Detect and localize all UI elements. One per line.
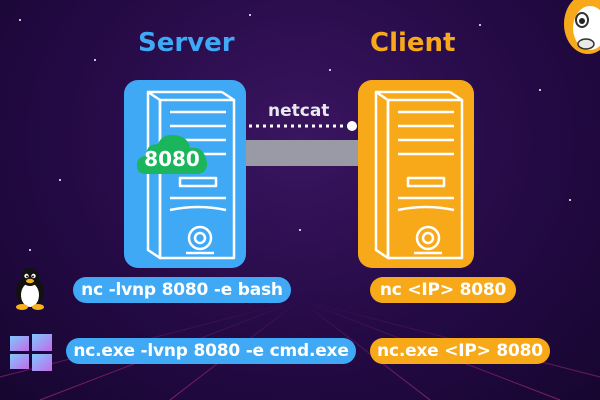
windows-server-command: nc.exe -lvnp 8080 -e cmd.exe: [66, 338, 356, 364]
netcat-label: netcat: [268, 101, 330, 121]
tux-penguin-icon: [16, 268, 44, 310]
client-title: Client: [370, 28, 456, 58]
robot-mascot-icon: [564, 0, 600, 54]
linux-server-command: nc -lvnp 8080 -e bash: [73, 277, 291, 303]
server-port-label: 8080: [144, 147, 200, 171]
windows-client-command: nc.exe <IP> 8080: [370, 338, 550, 364]
linux-client-command: nc <IP> 8080: [370, 277, 516, 303]
client-computer-icon: [358, 80, 474, 268]
arrow-origin-dot: [347, 121, 357, 131]
cloud-icon: [136, 134, 207, 174]
server-title: Server: [138, 28, 235, 58]
windows-logo-icon: [10, 334, 52, 371]
